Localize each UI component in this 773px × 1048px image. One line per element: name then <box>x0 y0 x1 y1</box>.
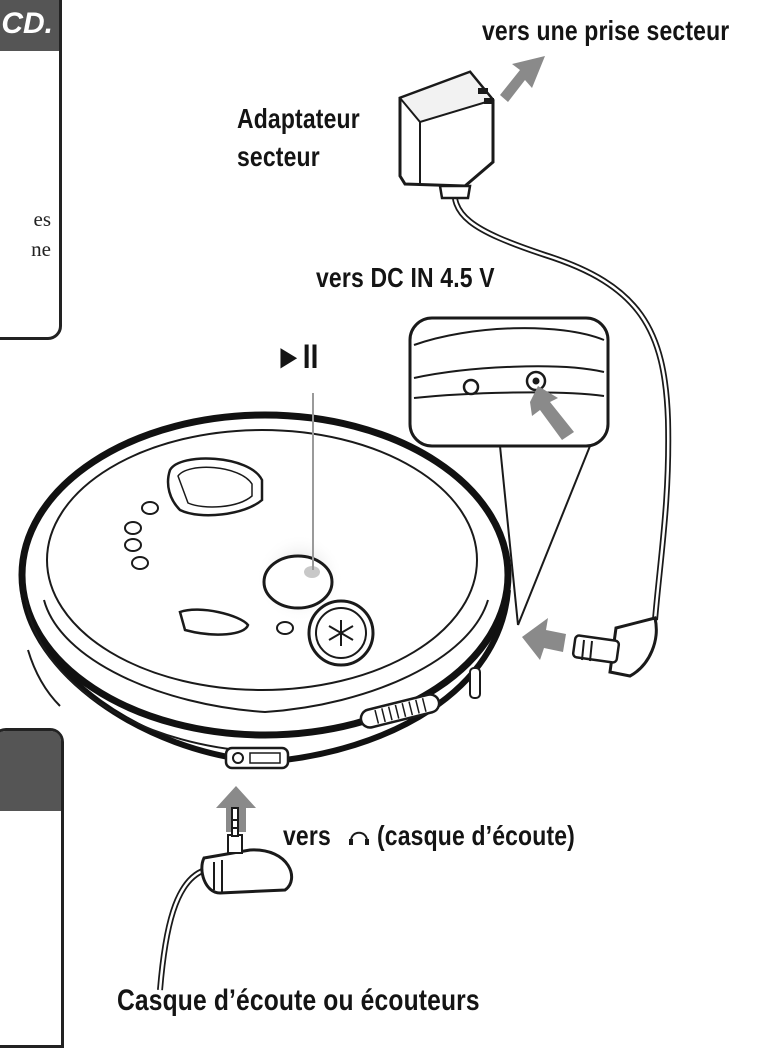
label-casque-ecouteurs: Casque d’écoute ou écouteurs <box>117 984 480 1017</box>
arrow-into-jack-icon <box>530 386 574 440</box>
side-panel-heading: CD. <box>1 7 53 40</box>
dc-plug <box>571 616 658 678</box>
label-casque-prefix: vers <box>283 820 331 851</box>
label-secteur: secteur <box>237 141 320 172</box>
cd-player <box>18 411 512 770</box>
label-dc-in: vers DC IN 4.5 V <box>316 262 495 293</box>
headphone-plug <box>157 807 294 991</box>
side-panel-top: CD. es ne <box>0 0 62 340</box>
dc-in-inset <box>408 316 610 448</box>
side-panel-text-1: es <box>33 207 52 231</box>
side-panel-bottom <box>0 728 64 1048</box>
side-panel-text-2: ne <box>31 237 51 261</box>
arrow-into-player-icon <box>522 618 566 660</box>
headphone-icon <box>349 831 369 845</box>
arrow-to-outlet-icon <box>500 56 545 102</box>
label-prise-secteur: vers une prise secteur <box>482 15 730 46</box>
ac-adapter <box>398 70 495 200</box>
side-panel-bottom-header <box>0 731 61 811</box>
play-pause-button <box>262 554 334 610</box>
callout-line <box>499 445 519 626</box>
label-play-pause: ►II <box>275 338 319 376</box>
callout-line <box>517 445 591 626</box>
label-adaptateur: Adaptateur <box>237 103 360 134</box>
side-panel-header: CD. <box>0 0 59 51</box>
label-casque-suffix: (casque d’écoute) <box>377 820 576 851</box>
